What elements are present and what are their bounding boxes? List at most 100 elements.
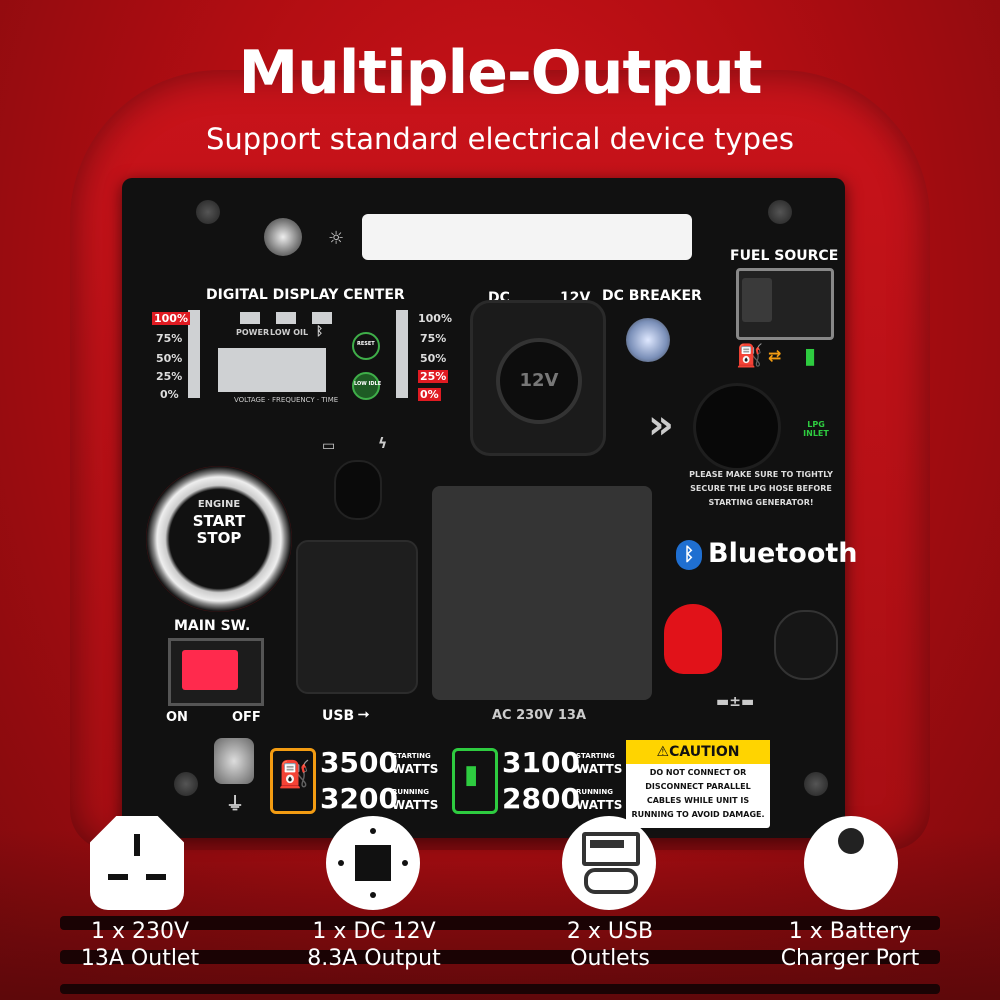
start-label: START (192, 512, 246, 530)
right-level-50: 50% (420, 352, 447, 365)
ac-outlet-label: AC 230V 13A (492, 708, 587, 723)
ground-terminal[interactable] (214, 738, 254, 784)
feature-line2: 13A Outlet (80, 946, 200, 971)
screw-icon (196, 200, 220, 224)
main-power-switch[interactable] (182, 650, 238, 690)
right-level-0: 0% (418, 388, 441, 401)
engine-start-stop-button[interactable] (146, 466, 292, 612)
feature-line1: 2 x USB (566, 919, 654, 944)
vent-slot (60, 950, 940, 964)
caution-label: ⚠CAUTION DO NOT CONNECT OR DISCONNECT PA… (626, 740, 770, 828)
low-idle-button[interactable] (352, 372, 380, 400)
gasoline-icon (270, 748, 316, 814)
running-label-lpg: RUNNING (576, 788, 613, 796)
lightning-icon: ϟ (378, 436, 388, 452)
feature-caption-battery: 1 x Battery Charger Port (750, 918, 950, 972)
usb-label: USB (322, 708, 355, 724)
fuel-source-label: FUEL SOURCE (730, 248, 839, 264)
screw-icon (768, 200, 792, 224)
usb-port-cover[interactable] (296, 540, 418, 694)
ground-icon: ⏚ (226, 794, 244, 815)
arrows-icon: ⇄ (768, 346, 782, 365)
feature-line1: 1 x DC 12V (312, 919, 436, 944)
switch-on-label: ON (166, 710, 188, 725)
watts-label-lpg-run: WATTS (576, 798, 623, 812)
feature-line2: Outlets (570, 946, 650, 971)
caution-text: DO NOT CONNECT OR DISCONNECT PARALLEL CA… (631, 768, 765, 819)
right-level-25: 25% (418, 370, 449, 383)
battery-port-icon (804, 816, 898, 910)
main-switch-label: MAIN SW. (174, 618, 251, 634)
lpg-warning-text: PLEASE MAKE SURE TO TIGHTLY SECURE THE L… (689, 470, 833, 507)
running-label-gas: RUNNING (392, 788, 429, 796)
switch-off-label: OFF (232, 710, 261, 725)
lpg-inlet-cap[interactable] (696, 386, 778, 468)
vent-slot (60, 916, 940, 930)
feature-line1: 1 x Battery (788, 919, 912, 944)
screw-icon (174, 772, 198, 796)
ac-outlet-cover[interactable] (432, 486, 652, 700)
lpg-starting-watts: 3100 (502, 746, 580, 779)
left-level-25: 25% (156, 370, 183, 383)
low-idle-label: LOW IDLE (354, 381, 382, 387)
positive-terminal-cap[interactable] (664, 604, 722, 674)
feature-line2: Charger Port (780, 946, 920, 971)
power-led (240, 312, 260, 324)
right-level-75: 75% (420, 332, 447, 345)
uk-outlet-icon (90, 816, 184, 910)
caution-title: ⚠CAUTION (626, 740, 770, 764)
bluetooth-logo-text: Bluetooth (708, 538, 858, 569)
starting-label-gas: STARTING (392, 752, 431, 760)
chevron-right-icon: » (648, 402, 674, 448)
page-title: Multiple-Output (238, 38, 762, 108)
starting-label-lpg: STARTING (576, 752, 615, 760)
fuel-switch-knob (742, 278, 772, 322)
lpg-running-watts: 2800 (502, 782, 580, 815)
right-level-bar (396, 310, 408, 398)
left-level-50: 50% (156, 352, 183, 365)
right-level-100: 100% (418, 312, 452, 325)
dc-breaker-label: DC BREAKER (602, 288, 702, 304)
watts-label-gas-start: WATTS (392, 762, 439, 776)
gas-starting-watts: 3500 (320, 746, 398, 779)
left-level-100: 100% (152, 312, 190, 325)
gas-pump-large-icon: ⛽ (278, 760, 311, 790)
dc-breaker-button[interactable] (626, 318, 670, 362)
bluetooth-icon: ᛒ (676, 540, 702, 570)
left-level-0: 0% (160, 388, 179, 401)
lpg-tank-icon: ▮ (804, 344, 817, 369)
reset-button[interactable] (352, 332, 380, 360)
caution-title-text: CAUTION (669, 744, 740, 760)
reset-label: RESET (357, 341, 375, 347)
display-center-label: DIGITAL DISPLAY CENTER (206, 287, 405, 303)
engine-label: ENGINE (197, 499, 241, 510)
feature-caption-dc: 1 x DC 12V 8.3A Output (274, 918, 474, 972)
lpg-tank-large-icon: ▮ (464, 760, 479, 790)
lcd-caption: VOLTAGE · FREQUENCY · TIME (234, 396, 339, 404)
low-oil-indicator-label: LOW OIL (270, 328, 309, 337)
feature-line2: 8.3A Output (307, 946, 441, 971)
feature-line1: 1 x 230V (90, 919, 190, 944)
battery-charge-switch[interactable] (334, 460, 382, 520)
low-oil-led (276, 312, 296, 324)
work-lamp (362, 214, 692, 260)
lpg-inlet-label: LPG INLET (803, 420, 829, 438)
light-icon: ☼ (328, 228, 345, 249)
lpg-icon (452, 748, 498, 814)
watts-label-gas-run: WATTS (392, 798, 439, 812)
bluetooth-led (312, 312, 332, 324)
usb-symbol-icon: ⭢ (358, 706, 370, 722)
light-button[interactable] (264, 218, 302, 256)
page-subtitle: Support standard electrical device types (205, 122, 795, 156)
lcd-screen (218, 348, 326, 392)
power-indicator-label: POWER (236, 328, 270, 337)
warning-icon: ⚠ (656, 744, 670, 760)
negative-terminal-cap[interactable] (774, 610, 838, 680)
parallel-icon: ▬±▬ (716, 694, 755, 710)
left-level-bar (188, 310, 200, 398)
feature-caption-usb: 2 x USB Outlets (510, 918, 710, 972)
left-level-75: 75% (156, 332, 183, 345)
dc-12v-socket[interactable]: 12V (496, 338, 582, 424)
vent-slot (60, 984, 940, 994)
screw-icon (804, 772, 828, 796)
